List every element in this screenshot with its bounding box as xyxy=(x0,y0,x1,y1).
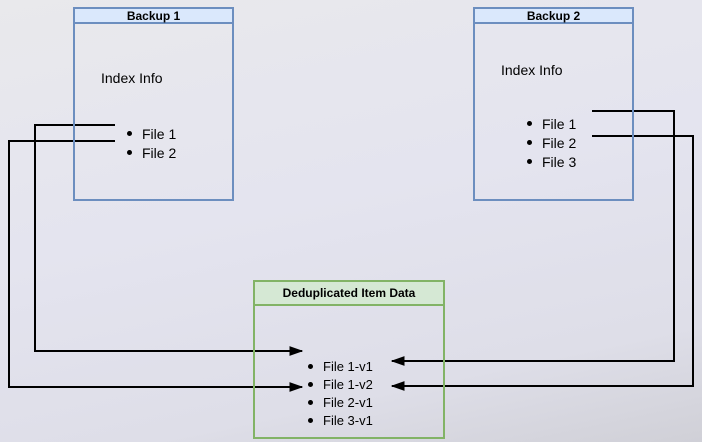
list-item: File 2 xyxy=(475,133,632,152)
node-backup-2-title: Backup 2 xyxy=(475,9,632,24)
node-backup-1: Backup 1 Index Info File 1 File 2 xyxy=(73,7,234,201)
node-dedup-title: Deduplicated Item Data xyxy=(255,282,443,306)
backup-2-file-list: File 1 File 2 File 3 xyxy=(475,114,632,171)
bullet-icon xyxy=(308,363,313,369)
bullet-icon xyxy=(527,140,532,145)
node-backup-1-title: Backup 1 xyxy=(75,9,232,24)
list-item: File 1-v2 xyxy=(255,375,443,393)
list-item: File 2-v1 xyxy=(255,393,443,411)
list-item: File 3 xyxy=(475,152,632,171)
index-info-label: Index Info xyxy=(501,62,563,78)
list-item: File 2 xyxy=(75,143,232,162)
backup-1-file-list: File 1 File 2 xyxy=(75,124,232,162)
bullet-icon xyxy=(527,121,532,126)
bullet-icon xyxy=(308,417,313,423)
list-item: File 1 xyxy=(475,114,632,133)
index-info-label: Index Info xyxy=(101,70,163,86)
node-deduplicated-item-data: Deduplicated Item Data File 1-v1 File 1-… xyxy=(253,280,445,439)
list-item: File 1 xyxy=(75,124,232,143)
bullet-icon xyxy=(308,381,313,387)
bullet-icon xyxy=(127,131,132,136)
file-version-label: File 3-v1 xyxy=(323,412,373,428)
dedup-item-list: File 1-v1 File 1-v2 File 2-v1 File 3-v1 xyxy=(255,357,443,429)
list-item: File 1-v1 xyxy=(255,357,443,375)
node-backup-2: Backup 2 Index Info File 1 File 2 File 3 xyxy=(473,7,634,201)
file-version-label: File 2-v1 xyxy=(323,394,373,410)
list-item: File 3-v1 xyxy=(255,411,443,429)
file-label: File 2 xyxy=(542,134,577,151)
file-label: File 2 xyxy=(142,144,177,161)
bullet-icon xyxy=(127,150,132,155)
bullet-icon xyxy=(527,159,532,164)
file-version-label: File 1-v1 xyxy=(323,358,373,374)
file-label: File 1 xyxy=(142,125,177,142)
file-label: File 1 xyxy=(542,115,577,132)
file-label: File 3 xyxy=(542,153,577,170)
bullet-icon xyxy=(308,399,313,405)
file-version-label: File 1-v2 xyxy=(323,376,373,392)
